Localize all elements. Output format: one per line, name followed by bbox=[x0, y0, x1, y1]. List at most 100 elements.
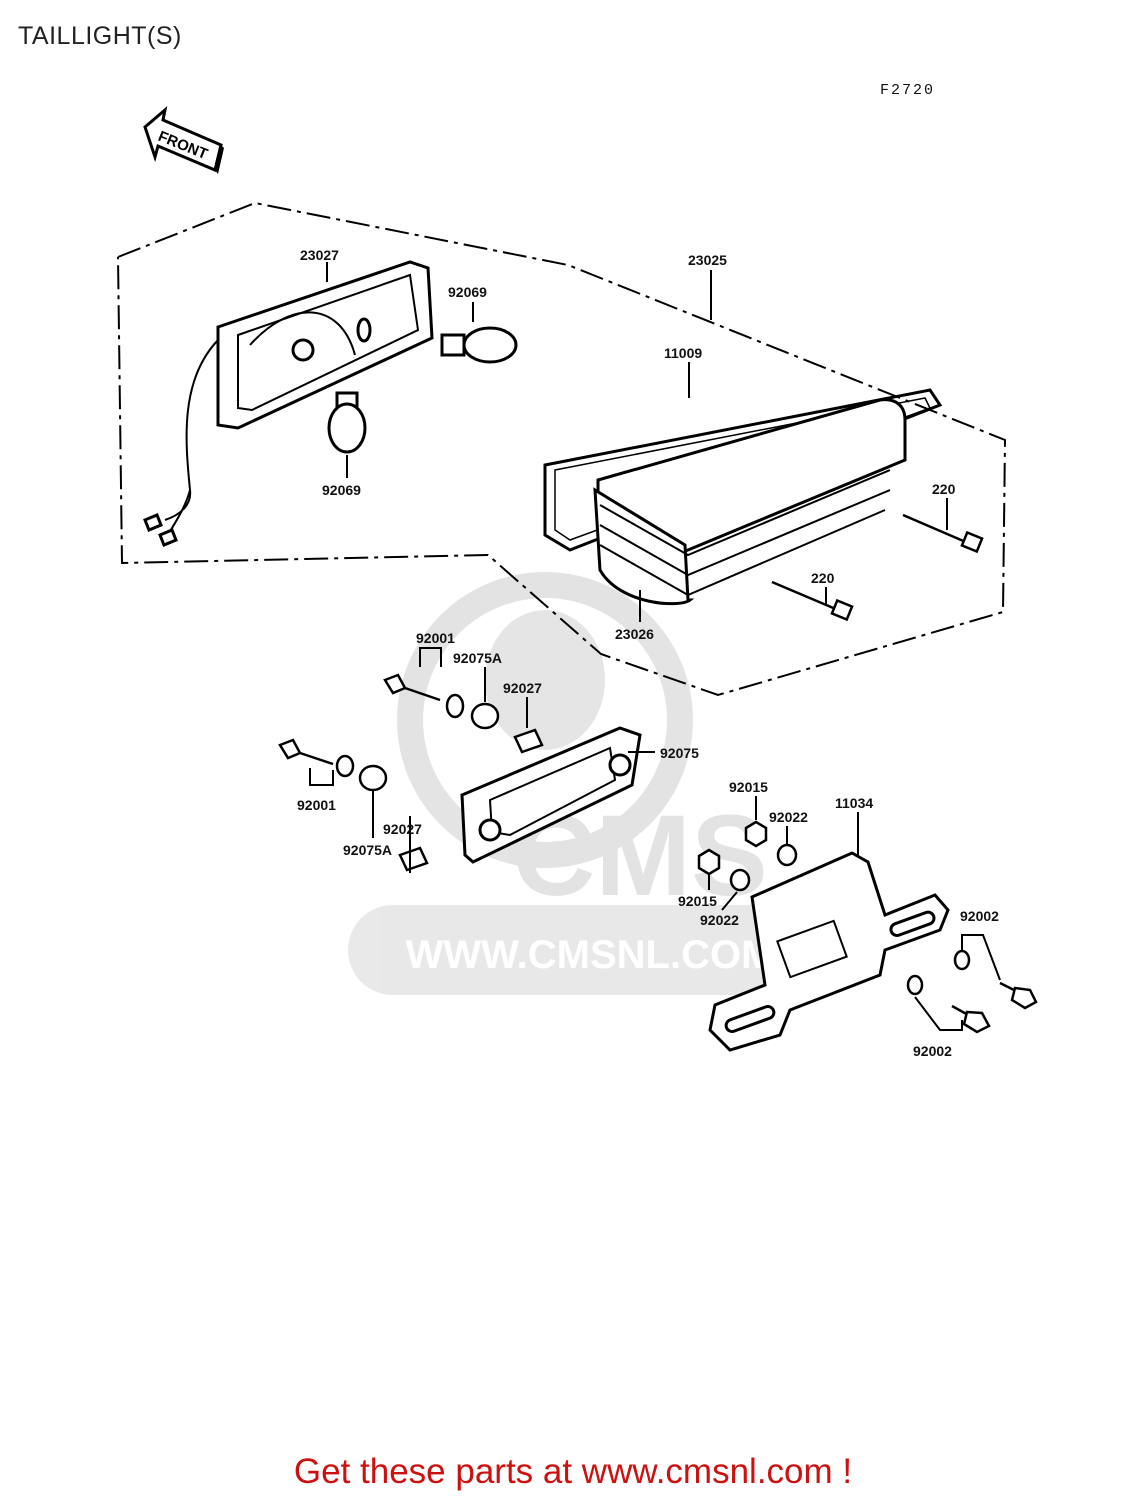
bulb-upper-glass bbox=[462, 326, 518, 364]
part-label-23025: 23025 bbox=[688, 252, 727, 268]
part-label-92027-lower: 92027 bbox=[383, 821, 422, 837]
grommet-92075A-lower bbox=[358, 764, 388, 792]
part-label-11009: 11009 bbox=[664, 345, 702, 361]
screw-220-upper bbox=[902, 513, 984, 554]
part-label-92069-upper: 92069 bbox=[448, 284, 487, 300]
part-label-92001-upper: 92001 bbox=[416, 630, 455, 646]
part-label-11034: 11034 bbox=[835, 795, 873, 811]
leader-92002-lower bbox=[914, 996, 963, 1031]
bulb-upper-base bbox=[440, 333, 466, 357]
collar-92027-upper bbox=[513, 728, 544, 754]
part-label-92002-lower: 92002 bbox=[913, 1043, 952, 1059]
nut-92015-lower bbox=[697, 848, 721, 876]
figure-code: F2720 bbox=[880, 82, 936, 99]
washer-upper bbox=[445, 693, 465, 719]
wire-connector-2 bbox=[158, 528, 178, 547]
bracket-window bbox=[776, 919, 848, 979]
part-label-92001-lower: 92001 bbox=[297, 797, 336, 813]
lamp-base bbox=[460, 726, 642, 864]
washer-92022-upper bbox=[776, 843, 798, 867]
lamp-socket-hole bbox=[291, 338, 315, 362]
wire-connector-1 bbox=[143, 513, 163, 532]
bolt-92002-upper bbox=[953, 949, 1038, 1010]
lamp-wire-harness bbox=[164, 339, 219, 521]
lamp-base-hole-left bbox=[478, 818, 502, 842]
bolt-92001-lower bbox=[278, 738, 355, 778]
watermark: CMS WWW.CMSNL.COM bbox=[348, 572, 836, 995]
footer-link-text[interactable]: Get these parts at www.cmsnl.com ! bbox=[293, 1452, 853, 1491]
part-label-23026: 23026 bbox=[615, 626, 654, 642]
leader-92002-upper bbox=[961, 934, 1001, 981]
bolt-lower-head bbox=[278, 738, 302, 760]
part-label-92015-lower: 92015 bbox=[678, 893, 717, 909]
leader-92001-lower bbox=[309, 768, 334, 786]
collar-upper-body bbox=[513, 728, 544, 754]
washer-lower bbox=[335, 754, 355, 778]
bolt-92002-lower bbox=[906, 974, 991, 1034]
bolt-upper-shank bbox=[404, 686, 441, 702]
part-label-92075A-upper: 92075A bbox=[453, 650, 502, 666]
bolt-92002-lower-head bbox=[962, 1010, 991, 1034]
part-label-92022-lower: 92022 bbox=[700, 912, 739, 928]
grommet-lower-body bbox=[358, 764, 388, 792]
screw-220-upper-head bbox=[960, 530, 984, 554]
grommet-upper-body bbox=[470, 702, 500, 730]
bracket bbox=[708, 851, 950, 1052]
watermark-head bbox=[485, 610, 605, 750]
part-label-92075A-lower: 92075A bbox=[343, 842, 392, 858]
nut-upper-body bbox=[744, 820, 768, 848]
nut-lower-body bbox=[697, 848, 721, 876]
part-label-92002-upper: 92002 bbox=[960, 908, 999, 924]
lens bbox=[593, 398, 907, 606]
leader-lines bbox=[309, 262, 1001, 1031]
front-arrow-shadow bbox=[215, 145, 224, 174]
bulb-lower-glass bbox=[327, 402, 367, 454]
part-label-92069-lower: 92069 bbox=[322, 482, 361, 498]
washer-92002-lower bbox=[906, 974, 924, 996]
watermark-url: WWW.CMSNL.COM bbox=[406, 933, 775, 977]
screw-220-lower-shank bbox=[771, 580, 839, 612]
screw-220-lower-head bbox=[830, 598, 854, 622]
bolt-lower-shank bbox=[299, 751, 334, 766]
leader-92022-lower bbox=[721, 891, 738, 911]
washer-92002-upper bbox=[953, 949, 971, 971]
part-label-92015-upper: 92015 bbox=[729, 779, 768, 795]
screw-220-upper-shank bbox=[902, 513, 969, 545]
bracket-slot-right bbox=[889, 910, 936, 937]
collar-92027-lower bbox=[398, 846, 429, 872]
screw-220-lower bbox=[771, 580, 854, 622]
lamp-reflector-curve bbox=[249, 311, 356, 356]
lens-ribs bbox=[599, 469, 891, 597]
bolt-92002-upper-head bbox=[1010, 986, 1038, 1010]
watermark-ring bbox=[397, 572, 693, 868]
grommet-92075A-upper bbox=[470, 702, 500, 730]
front-arrow: FRONT bbox=[143, 106, 224, 174]
part-label-92022-upper: 92022 bbox=[769, 809, 808, 825]
nut-92015-upper bbox=[744, 820, 768, 848]
lamp-socket-hole-2 bbox=[356, 317, 372, 343]
part-label-220-lower: 220 bbox=[811, 570, 835, 586]
washer-92022-lower bbox=[729, 868, 751, 892]
part-label-92027-upper: 92027 bbox=[503, 680, 542, 696]
lamp-base-hole-right bbox=[608, 753, 632, 777]
bulb-lower bbox=[327, 391, 367, 454]
part-label-220-upper: 220 bbox=[932, 481, 956, 497]
watermark-banner bbox=[348, 905, 836, 995]
page-title: TAILLIGHT(S) bbox=[18, 22, 182, 50]
bolt-92001-upper bbox=[383, 673, 465, 719]
assembly-outline bbox=[117, 201, 1007, 697]
assembly-outline-line bbox=[117, 201, 1007, 697]
lamp-housing-outer bbox=[216, 260, 434, 430]
leader-92001-upper bbox=[419, 647, 442, 667]
bracket-slot-left bbox=[724, 1005, 776, 1033]
lamp-housing bbox=[143, 260, 434, 547]
collar-lower-body bbox=[398, 846, 429, 872]
bulb-upper bbox=[440, 326, 518, 364]
part-labels: 23027 92069 92069 23025 11009 220 220 23… bbox=[297, 247, 999, 1059]
part-label-23027: 23027 bbox=[300, 247, 339, 263]
part-label-92075: 92075 bbox=[660, 745, 699, 761]
lamp-housing-inner bbox=[237, 273, 420, 412]
bolt-upper-head bbox=[383, 673, 407, 695]
lens-front bbox=[593, 487, 695, 606]
